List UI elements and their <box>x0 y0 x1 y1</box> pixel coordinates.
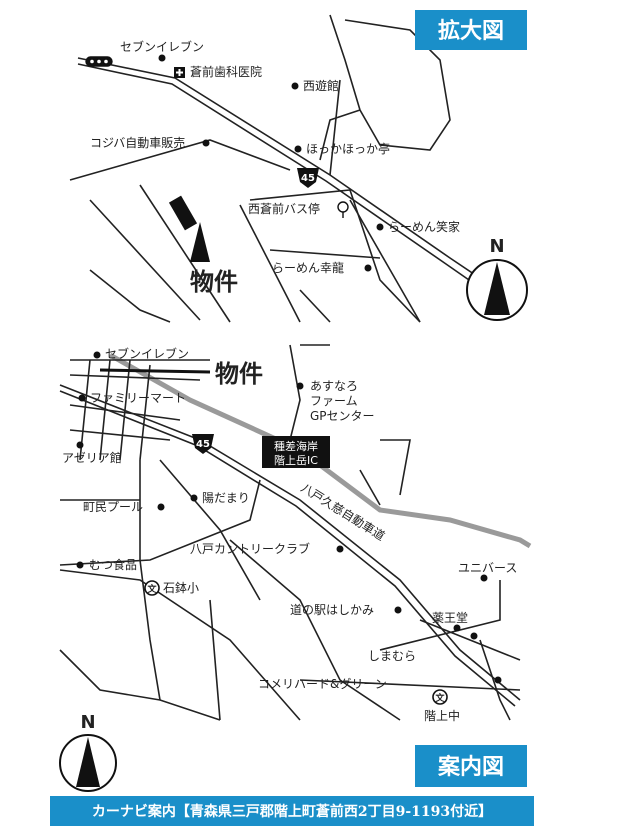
north-arrow-top-icon: N <box>466 236 528 321</box>
guide-label-seven-eleven: セブンイレブン <box>105 346 189 361</box>
grid-road-1 <box>69 139 291 181</box>
mutsu-dot-icon <box>76 561 84 569</box>
pool-dot-icon <box>157 503 165 511</box>
label-property-top: 物件 <box>190 268 238 296</box>
label-universe: ユニバース <box>458 561 517 575</box>
svg-text:N: N <box>489 236 504 257</box>
label-hokka: ほっかほっか亭 <box>306 141 390 156</box>
property-building-icon <box>168 195 198 231</box>
guide-route-45 <box>59 384 521 701</box>
label-family-mart: ファミリーマート <box>90 391 186 405</box>
hokka-dot-icon <box>294 145 302 153</box>
ic-box: 種差海岸 階上岳IC <box>262 436 330 468</box>
label-mutsu: むつ食品 <box>89 557 137 572</box>
route-45-shield-icon: 45 <box>297 168 319 188</box>
label-komeri: コメリハード&グリーン <box>258 677 387 691</box>
label-kojiba: コジバ自動車販売 <box>90 135 185 150</box>
svg-text:N: N <box>80 712 95 733</box>
school-ishibachi-icon: 文 <box>144 580 160 596</box>
label-ishibachi: 石鉢小 <box>163 581 199 595</box>
seven-eleven-dot-icon <box>158 54 166 62</box>
guide-route-45-label: 45 <box>196 439 210 450</box>
kojiba-dot-icon <box>202 139 210 147</box>
shimamura-dot-icon <box>470 632 478 640</box>
car-navi-text: カーナビ案内【青森県三戸郡階上町蒼前西2丁目9-1193付近】 <box>91 804 493 820</box>
traffic-signal-icon <box>85 56 113 67</box>
grid-road-8 <box>299 289 331 323</box>
label-asunaro-2: ファーム <box>310 394 358 408</box>
hidamari-dot-icon <box>190 494 198 502</box>
guide-map-roads <box>59 344 521 721</box>
enlarged-map-markers <box>158 54 384 272</box>
label-dental: 蒼前歯科医院 <box>190 64 262 79</box>
ramen-shoka-dot-icon <box>376 223 384 231</box>
label-azeria: アゼリア館 <box>62 450 122 465</box>
guide-route-45-edge <box>59 390 516 707</box>
guide-seven-eleven-dot-icon <box>93 351 101 359</box>
badge-guide-text: 案内図 <box>437 754 504 780</box>
michinoeki-dot-icon <box>394 606 402 614</box>
label-seven-eleven: セブンイレブン <box>120 39 204 54</box>
country-club-dot-icon <box>336 545 344 553</box>
label-asunaro-1: あすなろ <box>310 379 358 393</box>
grid-road-2 <box>89 199 201 321</box>
saiyukan-dot-icon <box>291 82 299 90</box>
komeri-dot-icon <box>494 676 502 684</box>
car-navi-footer: カーナビ案内【青森県三戸郡階上町蒼前西2丁目9-1193付近】 <box>50 796 534 826</box>
grid-road-7 <box>269 249 381 259</box>
label-country-club: 八戸カントリークラブ <box>190 541 310 556</box>
svg-text:文: 文 <box>146 583 157 595</box>
label-ic-line1: 種差海岸 <box>274 439 318 453</box>
label-michinoeki: 道の駅はしかみ <box>290 603 374 617</box>
grid-road-4 <box>89 269 171 323</box>
route-45-label: 45 <box>301 173 315 184</box>
north-arrow-bottom-icon: N <box>59 712 117 792</box>
guide-label-property: 物件 <box>215 360 263 388</box>
label-ramen-koryu: らーめん幸龍 <box>272 260 344 275</box>
dental-clinic-icon <box>174 67 185 78</box>
svg-text:文: 文 <box>434 692 445 704</box>
label-yakuodo: 薬王堂 <box>432 611 468 625</box>
label-pool: 町民プール <box>83 500 143 514</box>
enlarged-map-badge: 拡大図 <box>415 10 527 50</box>
badge-enlarged-text: 拡大図 <box>438 19 504 44</box>
azeria-dot-icon <box>76 441 84 449</box>
grid-road-6 <box>249 189 421 323</box>
label-hidamari: 陽だまり <box>202 491 250 505</box>
bus-stop-icon <box>337 201 349 218</box>
grid-road-9 <box>349 199 421 323</box>
family-mart-dot-icon <box>78 394 86 402</box>
ramen-koryu-dot-icon <box>364 264 372 272</box>
yakuodo-dot-icon <box>453 624 461 632</box>
label-saiyukan: 西遊館 <box>303 78 339 93</box>
label-ic-line2: 階上岳IC <box>274 453 318 467</box>
grid-road-3 <box>139 184 231 323</box>
universe-dot-icon <box>480 574 488 582</box>
connector-road-2 <box>319 109 361 161</box>
guide-map-markers <box>76 351 502 684</box>
school-hashikami-icon: 文 <box>432 689 448 705</box>
property-leader-line <box>99 368 211 374</box>
property-pointer-icon <box>190 222 210 262</box>
grid-road-5 <box>239 204 301 323</box>
guide-map-badge: 案内図 <box>415 745 527 787</box>
expressway-line <box>108 352 532 549</box>
connector-road <box>329 79 341 176</box>
asunaro-dot-icon <box>296 382 304 390</box>
label-bus-stop: 西蒼前バス停 <box>248 201 320 216</box>
guide-route-45-shield-icon: 45 <box>192 434 214 454</box>
label-ramen-shoka: らーめん笑家 <box>388 219 460 234</box>
enlarged-map <box>69 14 521 323</box>
label-shimamura: しまむら <box>368 649 416 663</box>
label-asunaro-3: GPセンター <box>310 409 375 423</box>
label-hashikami: 階上中 <box>424 708 460 723</box>
